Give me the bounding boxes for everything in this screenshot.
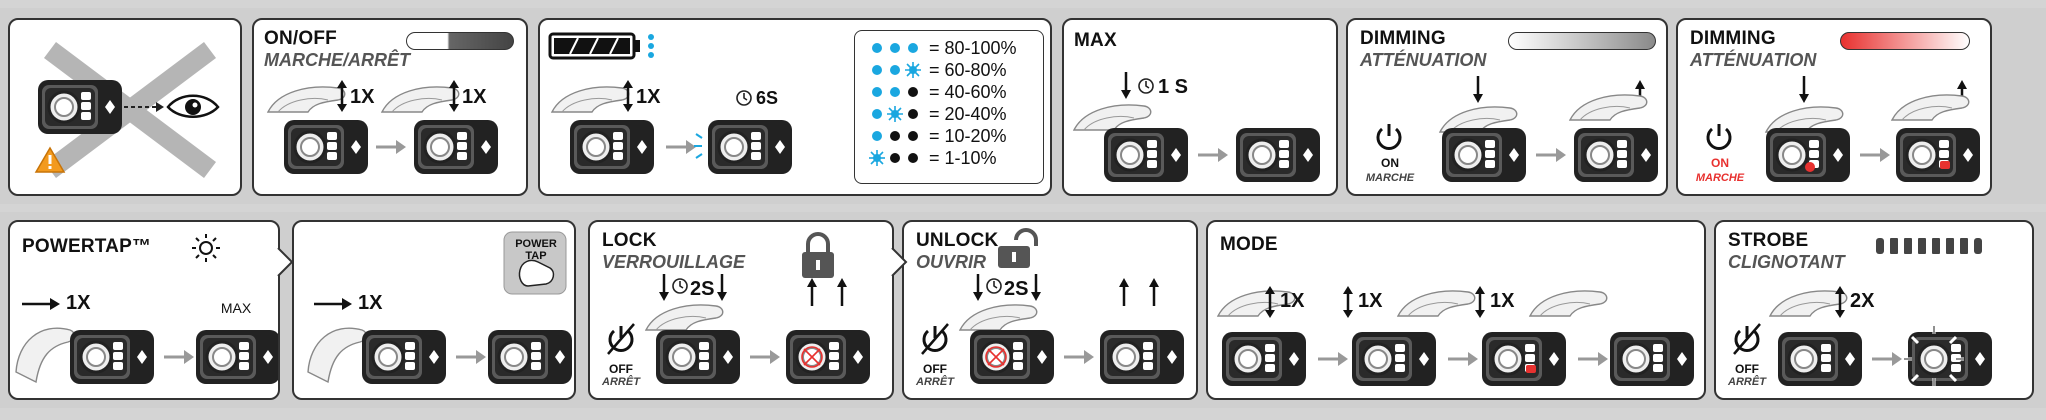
dimming-red-marche-label: MARCHE [1695, 172, 1745, 184]
level-dots-icon [869, 150, 918, 166]
dimming-red-illustration [1706, 74, 1982, 184]
dimming-subtitle: ATTÉNUATION [1360, 50, 1487, 70]
powertap-illustration [15, 234, 278, 386]
dimming-red-on-label: ON [1711, 156, 1729, 170]
no-eye-illustration [34, 42, 220, 178]
on-off-tap-count-2: 1X [462, 86, 487, 108]
unlock-subtitle: OUVRIR [916, 252, 987, 272]
battery-level-row: = 80-100% [869, 37, 1043, 59]
powertap-badge-icon [503, 231, 567, 295]
battery-level-row: = 40-60% [869, 81, 1043, 103]
battery-hold-time: 6S [756, 88, 779, 108]
strobe-tap-count: 2X [1850, 290, 1875, 312]
strobe-pattern-icon [1876, 238, 1982, 254]
on-off-light-bar [406, 32, 514, 50]
battery-level-row: = 10-20% [869, 125, 1043, 147]
max-hold-time: 1 S [1158, 76, 1189, 98]
panel-powertap: POWERTAP™ 1X MAX [8, 220, 280, 400]
battery-tap-count: 1X [636, 86, 661, 108]
powertap-max-label: MAX [220, 300, 252, 316]
unlock-hold-time: 2S [1004, 278, 1029, 300]
level-dots-icon [872, 62, 921, 78]
dimming-gradient-bar [1508, 32, 1656, 50]
strobe-illustration [1732, 238, 1994, 388]
powertap-badge-text: POWER TAP [515, 238, 557, 262]
lock-arret-label: ARRÊT [602, 376, 640, 388]
dimming-marche-label: MARCHE [1365, 172, 1415, 184]
unlock-off-label: OFF [923, 362, 947, 376]
mode-title: MODE [1220, 234, 1278, 255]
strobe-arret-label: ARRÊT [1728, 376, 1766, 388]
dimming-red-subtitle: ATTÉNUATION [1690, 50, 1817, 70]
battery-level-row: = 20-40% [869, 103, 1043, 125]
on-off-illustration [267, 78, 500, 176]
panel-lock: LOCK VERROUILLAGE 2S OFF ARRÊT [588, 220, 894, 400]
dimming-title: DIMMING [1360, 28, 1446, 49]
on-off-subtitle: MARCHE/ARRÊT [264, 50, 410, 70]
level-dots-icon [872, 131, 918, 141]
battery-level-row: = 1-10% [869, 147, 1043, 169]
dimming-red-title: DIMMING [1690, 28, 1776, 49]
panel-warning [8, 18, 242, 196]
on-off-tap-count-1: 1X [350, 86, 375, 108]
powertap-badge-illustration [307, 231, 574, 386]
battery-illustration [548, 32, 794, 176]
battery-level-row: = 60-80% [869, 59, 1043, 81]
lock-title: LOCK [602, 230, 657, 251]
mode-tap-count-1: 1X [1280, 290, 1305, 312]
powertap2-tap-count: 1X [358, 292, 383, 314]
eye-icon [166, 94, 220, 118]
lock-hold-time: 2S [690, 278, 715, 300]
dimming-red-gradient-bar [1840, 32, 1970, 50]
panel-max: MAX 1 S [1062, 18, 1338, 196]
unlock-arret-label: ARRÊT [916, 376, 954, 388]
panel-dimming: DIMMING ATTÉNUATION ON MARCHE [1346, 18, 1668, 196]
level-dots-icon [872, 106, 918, 122]
on-off-title: ON/OFF [264, 28, 337, 49]
panel-battery: 1X 6S = 80-100% = 60-80% = 40-60% = 20-4… [538, 18, 1052, 196]
strobe-subtitle: CLIGNOTANT [1728, 252, 1845, 272]
padlock-closed-icon [802, 232, 834, 278]
battery-icon [548, 32, 640, 60]
strobe-title: STROBE [1728, 230, 1809, 251]
strobe-off-label: OFF [1735, 362, 1759, 376]
lock-subtitle: VERROUILLAGE [602, 252, 746, 272]
mode-tap-count-3: 1X [1490, 290, 1515, 312]
lock-off-label: OFF [609, 362, 633, 376]
panel-dimming-red: DIMMING ATTÉNUATION ON MARCHE [1676, 18, 1992, 196]
panel-on-off: ON/OFF MARCHE/ARRÊT 1X 1X [252, 18, 528, 196]
padlock-open-icon [998, 228, 1038, 268]
mode-tap-count-2: 1X [1358, 290, 1383, 312]
battery-level-legend: = 80-100% = 60-80% = 40-60% = 20-40% = 1… [854, 30, 1044, 184]
level-dots-icon [872, 43, 918, 53]
panel-strobe: STROBE CLIGNOTANT 2X OFF ARR [1714, 220, 2034, 400]
level-dots-icon [872, 87, 918, 97]
sun-icon [192, 234, 220, 262]
mode-illustration [1217, 284, 1696, 388]
max-illustration [1073, 70, 1322, 184]
powertap-title: POWERTAP™ [22, 236, 152, 257]
dimming-on-label: ON [1381, 156, 1399, 170]
panel-mode: MODE 1X 1X 1X [1206, 220, 1706, 400]
unlock-title: UNLOCK [916, 230, 999, 251]
unlock-illustration [920, 228, 1186, 386]
max-title: MAX [1074, 30, 1117, 51]
powertap-tap-count: 1X [66, 292, 91, 314]
panel-powertap-badge: 1X POWER TAP [292, 220, 576, 400]
warning-icon [34, 146, 66, 173]
panel-unlock: UNLOCK OUVRIR 2S OFF ARRÊT [902, 220, 1198, 400]
lock-illustration [606, 232, 872, 386]
